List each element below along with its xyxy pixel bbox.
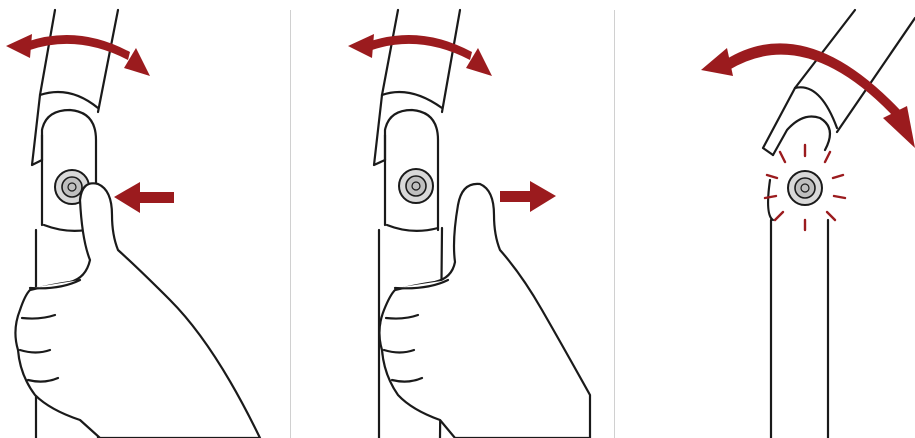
thumb-up-icon bbox=[378, 182, 592, 438]
thumb-press-icon bbox=[14, 182, 262, 438]
step-1-illustration bbox=[6, 8, 262, 438]
release-button bbox=[787, 170, 823, 206]
click-burst-icon bbox=[763, 143, 847, 232]
step-1-panel bbox=[0, 0, 290, 438]
release-button bbox=[398, 168, 434, 204]
step-2-illustration bbox=[348, 8, 592, 438]
press-left-arrow-icon bbox=[114, 182, 174, 213]
rotate-arrow-icon bbox=[6, 34, 150, 76]
step-3-illustration bbox=[701, 8, 915, 438]
hinge-joint bbox=[761, 86, 839, 438]
upper-tube bbox=[793, 8, 915, 134]
upper-tube bbox=[380, 8, 462, 114]
panel-divider bbox=[614, 10, 615, 438]
rotate-arrow-icon bbox=[348, 34, 492, 76]
panel-divider bbox=[290, 10, 291, 438]
release-right-arrow-icon bbox=[500, 181, 556, 212]
step-3-panel bbox=[615, 0, 915, 438]
upper-tube bbox=[38, 8, 120, 114]
rotate-arrow-icon bbox=[701, 43, 915, 148]
step-2-panel bbox=[290, 0, 615, 438]
